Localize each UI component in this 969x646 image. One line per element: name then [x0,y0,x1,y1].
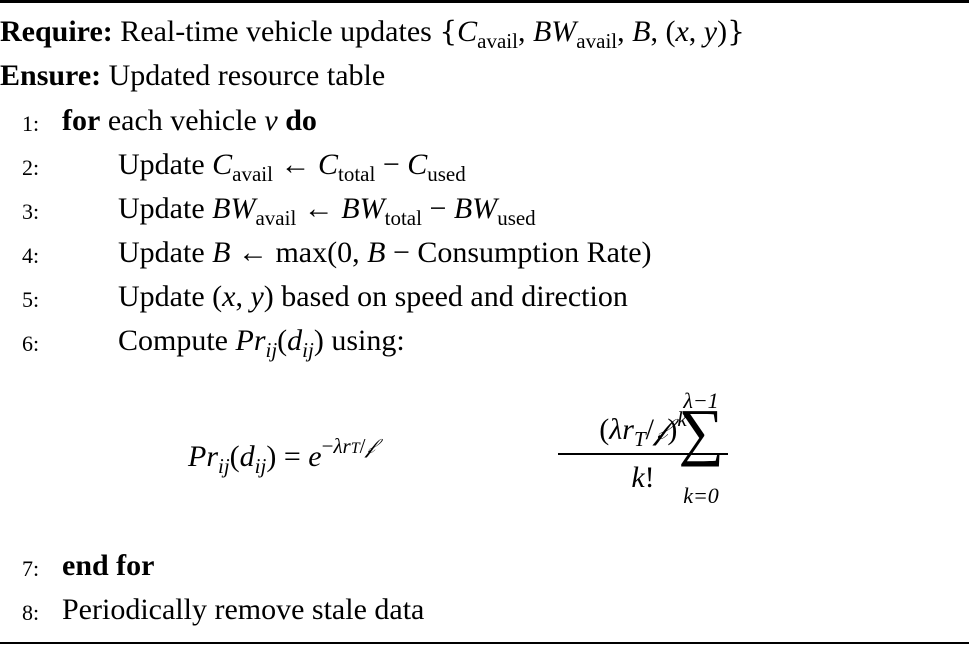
algo-line-3: Update BWavail ← BWtotal − BWused [118,192,536,230]
ensure-label: Ensure: [0,59,102,92]
bottom-rule [0,642,969,644]
line-number-2: 2: [22,155,40,180]
consumption-rate: Consumption Rate [417,236,642,269]
line-1-var: v [264,104,278,137]
ensure-line: Ensure: Updated resource table [0,61,385,91]
algo-line-6: Compute Prij(dij) using: [118,324,405,362]
sum-upper-limit: λ−1 [683,388,719,413]
line-number-8: 8: [22,600,40,625]
equation-lhs: Prij(dij) = e−λrT/𝒻 [188,434,375,478]
keyword-do: do [285,104,317,137]
line-4-text: Update [118,236,205,269]
line-number-3: 3: [22,199,40,224]
algo-line-4: Update B ← max(0, B − Consumption Rate) [118,236,652,269]
line-1-text: each vehicle [107,104,257,137]
algo-line-1: for each vehicle v do [62,106,317,136]
probability-equation: Prij(dij) = e−λrT/𝒻 λ−1 ∑ k=0 (λrT/𝒻)k k… [188,388,748,518]
line-number-1: 1: [22,111,40,136]
require-label: Require: [0,15,113,48]
keyword-for: for [62,104,101,137]
line-number-4: 4: [22,243,40,268]
fraction: (λrT/𝒻)k k! [558,407,728,495]
line-5-text: Update [118,280,205,313]
require-set: { [439,15,458,48]
fraction-bar [558,453,728,455]
algo-line-2: Update Cavail ← Ctotal − Cused [118,148,466,186]
line-number-6: 6: [22,331,40,356]
keyword-end-for: end for [62,549,155,582]
sum-lower-limit: k=0 [683,483,719,508]
line-number-5: 5: [22,287,40,312]
fraction-numerator: (λrT/𝒻)k [599,407,687,451]
line-3-text: Update [118,192,205,225]
line-6-tail: using: [331,324,405,357]
algo-line-8: Periodically remove stale data [62,595,424,625]
sum-sign: ∑ [678,396,724,467]
max-function: max [275,236,328,269]
line-6-text: Compute [118,324,228,357]
line-5-tail: based on speed and direction [281,280,628,313]
fraction-denominator: k! [631,461,655,494]
line-2-text: Update [118,148,205,181]
line-number-7: 7: [22,556,40,581]
algo-line-7: end for [62,551,155,581]
require-line: Require: Real-time vehicle updates {Cava… [0,15,745,53]
require-text: Real-time vehicle updates [120,15,432,48]
top-rule [0,0,969,3]
algo-line-5: Update (x, y) based on speed and directi… [118,280,628,313]
ensure-text: Updated resource table [108,59,386,92]
line-8-text: Periodically remove stale data [62,593,425,626]
